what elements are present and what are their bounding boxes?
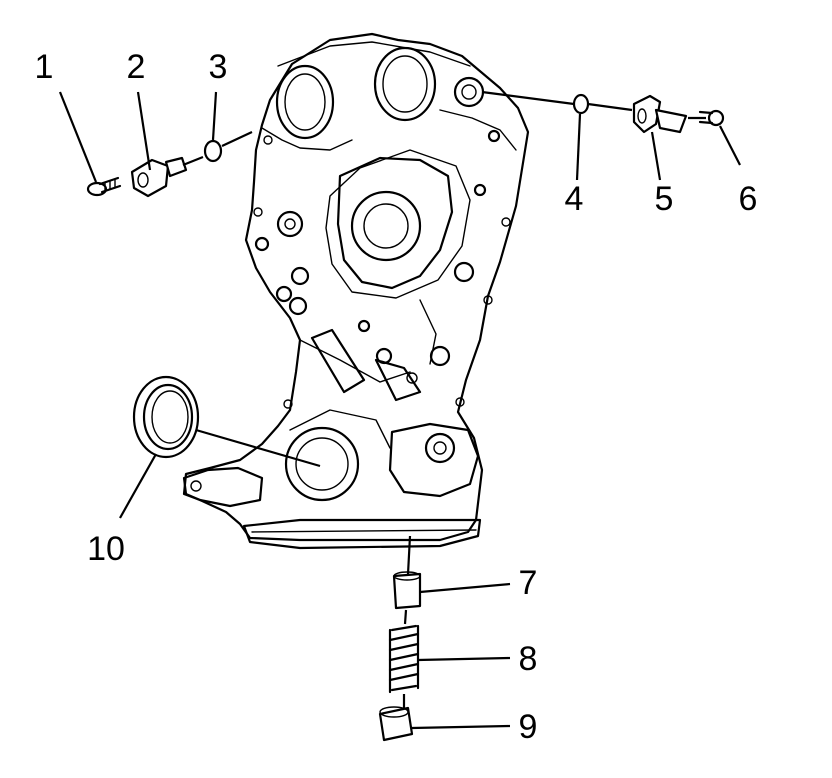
middle-boss-2 (357, 319, 371, 333)
sensor-part-2 (130, 156, 188, 198)
left-cam-bore-inner (284, 73, 326, 131)
axis-line-right (481, 90, 706, 120)
relief-boss (424, 432, 456, 464)
middle-rib-1 (310, 328, 366, 394)
callout-4: 4 (565, 180, 584, 218)
lower-rail-edge (251, 529, 477, 533)
middle-rib-2 (374, 358, 422, 402)
callout-9: 9 (519, 708, 538, 746)
left-boss-1 (276, 210, 304, 238)
callout-7: 7 (519, 564, 538, 602)
leader-2 (136, 91, 152, 171)
crank-seal-bore (284, 426, 360, 502)
relief-boss-hole (433, 441, 447, 455)
right-boss-3 (487, 129, 501, 143)
leader-3 (211, 91, 218, 141)
right-cam-bore-inner (382, 55, 428, 113)
callout-1: 1 (35, 48, 54, 86)
callout-10: 10 (87, 530, 125, 568)
right-sensor-assembly (481, 90, 725, 134)
leader-8 (417, 656, 511, 662)
leader-9 (411, 724, 511, 730)
callout-5: 5 (655, 180, 674, 218)
water-pump-housing (336, 156, 454, 290)
middle-boss (375, 347, 393, 365)
axis-line-bottom (402, 535, 412, 708)
bolt-part-6 (698, 109, 725, 127)
oring-part-4 (572, 93, 590, 115)
pump-gasket-edge (325, 149, 471, 299)
leader-5 (650, 131, 662, 181)
middle-rib-3 (299, 339, 411, 383)
sensor-part-5 (632, 94, 688, 134)
crank-seal-part-10 (132, 375, 321, 468)
perimeter-hole-7 (406, 372, 418, 384)
left-boss-3 (275, 285, 293, 303)
right-boss-4 (473, 183, 487, 197)
plug-part-9 (378, 706, 414, 742)
middle-rib-4 (419, 299, 437, 365)
perimeter-hole-6 (283, 399, 293, 409)
relief-valve-stack (378, 535, 422, 742)
leader-1 (58, 91, 98, 183)
perimeter-hole-4 (483, 295, 493, 305)
crank-bore-web (289, 409, 391, 449)
spring-part-8 (388, 624, 420, 694)
axis-line-left (182, 131, 253, 167)
lower-left-ear (182, 466, 264, 508)
perimeter-hole-2 (253, 207, 263, 217)
left-boss-4 (288, 296, 308, 316)
lower-rail (242, 518, 482, 550)
left-cam-bore (275, 64, 335, 140)
relief-housing (388, 422, 480, 498)
perimeter-hole-3 (501, 217, 511, 227)
callout-3: 3 (209, 48, 228, 86)
ear-hole (190, 480, 202, 492)
callout-8: 8 (519, 640, 538, 678)
right-flange (439, 109, 517, 151)
perimeter-hole-5 (455, 397, 465, 407)
crank-seal-bore-inner (295, 437, 349, 491)
left-boss-2 (290, 266, 310, 286)
leader-4 (575, 113, 582, 181)
oring-part-3 (203, 139, 223, 163)
left-boss-5 (254, 236, 270, 252)
left-sensor-assembly (86, 131, 253, 198)
engine-front-cover (182, 32, 530, 550)
leader-7 (419, 582, 511, 594)
callout-2: 2 (127, 48, 146, 86)
callout-6: 6 (739, 180, 758, 218)
perimeter-hole-1 (263, 135, 273, 145)
callout-numbers: 1 2 3 4 5 6 7 8 9 10 (35, 48, 758, 746)
leader-lines (58, 91, 741, 730)
water-pump-opening (350, 190, 422, 262)
leader-6 (719, 125, 741, 166)
water-pump-inner (363, 203, 409, 249)
left-boss-1-hole (284, 218, 296, 230)
bolt-part-1 (86, 176, 122, 197)
leader-10 (119, 453, 157, 519)
left-flange (261, 127, 353, 151)
top-rib (277, 41, 471, 67)
right-boss-1 (453, 261, 475, 283)
cam-sensor-boss-hole (461, 84, 477, 100)
plunger-part-7 (392, 571, 422, 610)
